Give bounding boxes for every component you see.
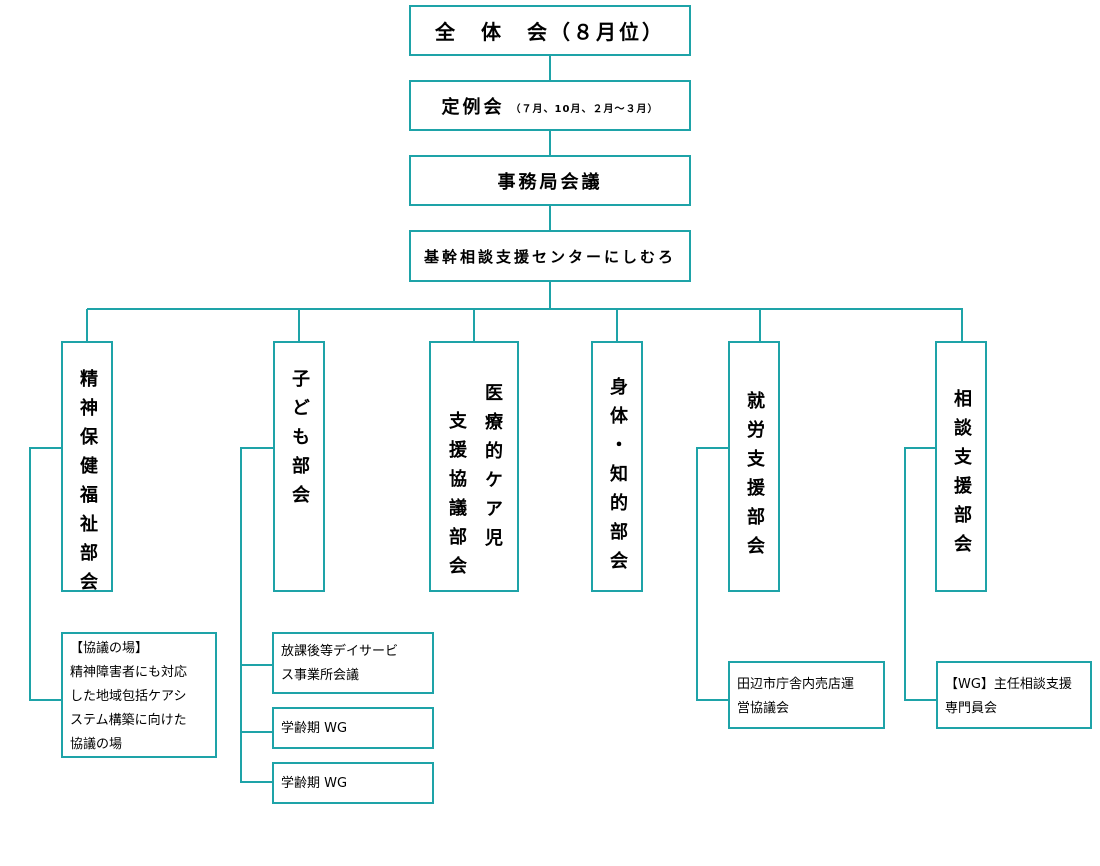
regular-meeting-box: 定例会 （７月、10月、２月～３月）	[409, 80, 691, 131]
secretariat-meeting-box: 事務局会議	[409, 155, 691, 206]
note-after-school-day-service: 放課後等デイサービ ス事業所会議	[272, 632, 434, 694]
note-line: ステム構築に向けた	[70, 713, 187, 728]
regular-meeting-schedule: （７月、10月、２月～３月）	[510, 103, 659, 115]
subcommittee-medical-care: 医療的ケア児 支援協議部会	[429, 341, 519, 592]
note-line: 精神障害者にも対応	[70, 665, 188, 680]
note-line: 【協議の場】	[70, 641, 149, 656]
subcommittee-physical-intellectual: 身体・知的部会	[591, 341, 643, 592]
note-line: 放課後等デイサービ	[281, 644, 399, 659]
subcommittee-children-label: 子ども部会	[289, 369, 310, 514]
note-line: 学齢期 WG	[281, 721, 348, 736]
note-school-age-wg-2: 学齢期 WG	[272, 762, 434, 804]
note-school-age-wg-1: 学齢期 WG	[272, 707, 434, 749]
note-line: 営協議会	[737, 701, 790, 716]
subcommittee-consultation: 相談支援部会	[935, 341, 987, 592]
subcommittee-medical-care-label-line2: 支援協議部会	[446, 411, 467, 585]
subcommittee-children: 子ども部会	[273, 341, 325, 592]
note-city-hall-shop-council: 田辺市庁舎内売店運 営協議会	[728, 661, 885, 729]
note-chief-consultation-wg: 【WG】主任相談支援 専門員会	[936, 661, 1092, 729]
note-line: した地域包括ケアシ	[70, 689, 187, 704]
subcommittee-physical-intellectual-label: 身体・知的部会	[607, 377, 628, 580]
note-mental-consultation-forum: 【協議の場】 精神障害者にも対応 した地域包括ケアシ ステム構築に向けた 協議の…	[61, 632, 217, 758]
plenary-meeting-label: 全 体 会（８月位）	[435, 20, 665, 44]
note-line: 田辺市庁舎内売店運	[737, 677, 855, 692]
support-center-label: 基幹相談支援センターにしむろ	[423, 247, 676, 266]
plenary-meeting-box: 全 体 会（８月位）	[409, 5, 691, 56]
note-line: 専門員会	[945, 701, 998, 716]
subcommittee-mental-health-label: 精神保健福祉部会	[77, 369, 98, 601]
note-line: ス事業所会議	[281, 668, 360, 683]
subcommittee-consultation-label: 相談支援部会	[951, 389, 972, 563]
note-line: 協議の場	[70, 737, 123, 752]
subcommittee-employment: 就労支援部会	[728, 341, 780, 592]
subcommittee-employment-label: 就労支援部会	[744, 391, 765, 565]
support-center-box: 基幹相談支援センターにしむろ	[409, 230, 691, 282]
regular-meeting-label: 定例会	[441, 96, 505, 118]
subcommittee-medical-care-label-line1: 医療的ケア児	[482, 383, 503, 557]
note-line: 【WG】主任相談支援	[945, 677, 1072, 692]
secretariat-meeting-label: 事務局会議	[497, 171, 603, 193]
note-line: 学齢期 WG	[281, 776, 348, 791]
subcommittee-mental-health: 精神保健福祉部会	[61, 341, 113, 601]
